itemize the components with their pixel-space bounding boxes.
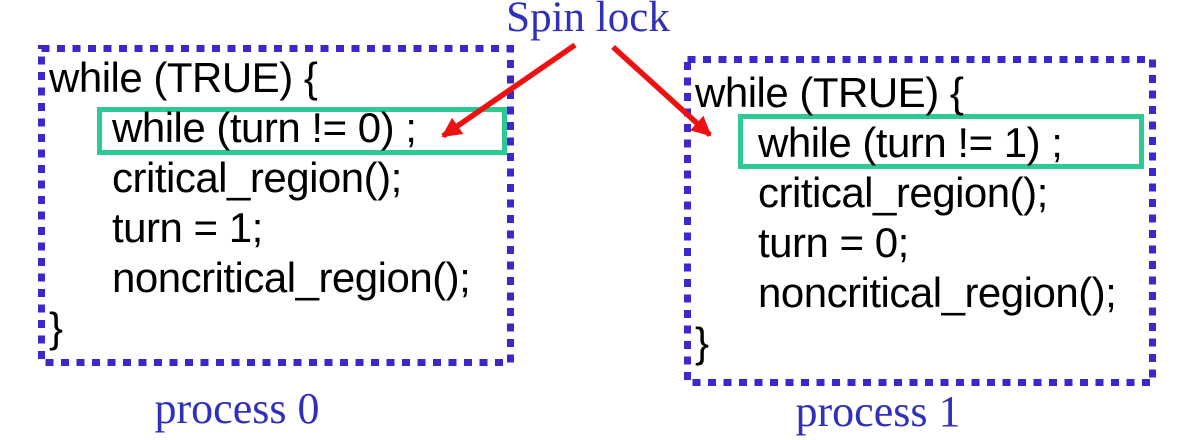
code-line: noncritical_region(); [112, 254, 471, 301]
process0-dotted-border [38, 45, 514, 366]
process0-spinlock-line: while (turn != 0) ; [112, 104, 417, 151]
arrow-to-process1-spinlock [611, 44, 712, 138]
process1-code: while (TRUE) { while (turn != 1) ; criti… [695, 68, 1156, 368]
process0-spinlock-highlight-box [97, 107, 507, 155]
arrow-to-process0-spinlock [441, 42, 577, 139]
code-line: } [49, 304, 63, 351]
code-line: turn = 0; [758, 219, 909, 266]
process1-spinlock-line: while (turn != 1) ; [758, 119, 1063, 166]
code-line: } [695, 319, 709, 366]
process0-code: while (TRUE) { while (turn != 0) ; criti… [49, 53, 514, 353]
code-line: while (TRUE) { [695, 69, 964, 116]
code-line: critical_region(); [112, 154, 402, 201]
process1-dotted-border [684, 56, 1156, 386]
process1-caption: process 1 [795, 387, 961, 436]
spin-lock-label: Spin lock [506, 0, 670, 41]
code-line: turn = 1; [112, 204, 263, 251]
process0-code-box: while (TRUE) { while (turn != 0) ; criti… [38, 45, 514, 367]
process1-spinlock-highlight-box [738, 114, 1144, 169]
code-line: noncritical_region(); [758, 269, 1117, 316]
code-line: critical_region(); [758, 169, 1048, 216]
code-line: while (TRUE) { [49, 54, 318, 101]
process1-code-box: while (TRUE) { while (turn != 1) ; criti… [684, 56, 1156, 386]
process0-caption: process 0 [154, 384, 320, 433]
